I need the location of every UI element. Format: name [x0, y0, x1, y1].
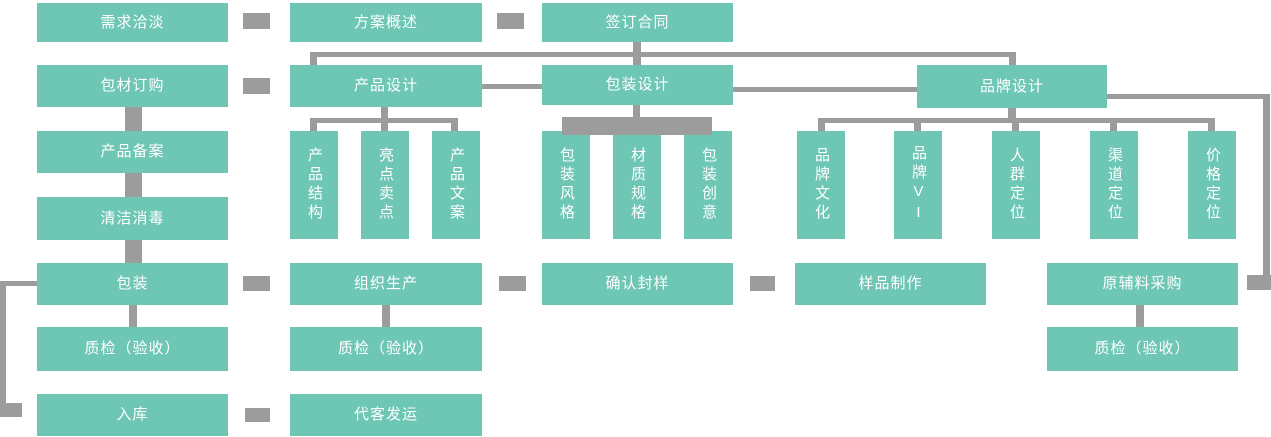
connector-drop-brand-design — [1009, 52, 1016, 65]
node-brand-vi: 品牌VI — [894, 131, 942, 239]
node-product-design: 产品设计 — [290, 65, 482, 107]
connector-order-product-design — [243, 78, 270, 94]
connector-product-right-drop — [451, 118, 458, 131]
connector-production-qc — [382, 305, 390, 327]
node-qc-production: 质检（验收） — [290, 327, 482, 371]
connector-confirm-sample — [750, 276, 775, 291]
node-package-creative: 包装创意 — [684, 131, 732, 239]
connector-package-children-thick-bar — [562, 117, 712, 135]
connector-package-down — [633, 105, 640, 118]
node-brand-design: 品牌设计 — [917, 65, 1107, 108]
node-material-purchase: 原辅料采购 — [1047, 263, 1238, 305]
connector-left-warehouse-dash — [0, 403, 22, 417]
node-packaging-order: 包材订购 — [37, 65, 228, 107]
connector-brand-right-hline — [1107, 94, 1267, 99]
connector-proposal-contract — [497, 13, 524, 29]
node-production: 组织生产 — [290, 263, 482, 305]
node-warehouse: 入库 — [37, 394, 228, 436]
connector-brand-center-drop — [1008, 107, 1016, 123]
connector-packing-production — [243, 276, 270, 291]
connector-cleaning-packing — [125, 240, 142, 263]
connector-contract-down — [633, 42, 641, 53]
connector-drop-product-design — [310, 52, 317, 65]
connector-demand-proposal — [243, 13, 270, 29]
node-product-structure: 产品结构 — [290, 131, 338, 239]
connector-record-cleaning — [125, 173, 142, 197]
connector-brand-drop-price — [1208, 118, 1215, 131]
connector-product-package-link — [482, 84, 542, 89]
connector-warehouse-shipping — [245, 408, 270, 422]
connector-drop-package-design — [633, 52, 641, 65]
node-package-design: 包装设计 — [542, 65, 733, 105]
node-packing: 包装 — [37, 263, 228, 305]
connector-product-left-drop — [310, 118, 317, 131]
connector-product-center-drop — [381, 107, 388, 131]
node-demand: 需求洽淡 — [37, 3, 228, 42]
connector-packing-left-hline — [0, 281, 37, 286]
node-sample-confirm: 确认封样 — [542, 263, 733, 305]
node-qc-material: 质检（验收） — [1047, 327, 1238, 371]
connector-right-vline — [1263, 94, 1270, 290]
connector-left-vline — [0, 281, 6, 417]
connector-brand-drop-channel — [1110, 118, 1117, 131]
node-product-record: 产品备案 — [37, 131, 228, 173]
node-material-spec: 材质规格 — [613, 131, 661, 239]
node-qc-packing: 质检（验收） — [37, 327, 228, 371]
node-channel-positioning: 渠道定位 — [1090, 131, 1138, 239]
node-sample-making: 样品制作 — [795, 263, 986, 305]
connector-brand-drop-audience — [1012, 118, 1019, 131]
node-shipping: 代客发运 — [290, 394, 482, 436]
connector-brand-drop-vi — [914, 118, 921, 131]
connector-right-material-dash — [1247, 275, 1271, 290]
node-contract: 签订合同 — [542, 3, 733, 42]
node-brand-culture: 品牌文化 — [797, 131, 845, 239]
node-price-positioning: 价格定位 — [1188, 131, 1236, 239]
node-cleaning: 清洁消毒 — [37, 197, 228, 240]
connector-packing-qc — [129, 305, 137, 327]
node-product-copy: 产品文案 — [432, 131, 480, 239]
connector-package-brand-link — [733, 87, 917, 92]
connector-design-hline — [310, 52, 1016, 57]
node-selling-points: 亮点卖点 — [361, 131, 409, 239]
connector-brand-drop-culture — [818, 118, 825, 131]
node-proposal: 方案概述 — [290, 3, 482, 42]
node-package-style: 包装风格 — [542, 131, 590, 239]
connector-order-record — [125, 107, 142, 131]
connector-material-qc — [1136, 305, 1144, 327]
connector-production-confirm — [499, 276, 526, 291]
node-audience-positioning: 人群定位 — [992, 131, 1040, 239]
